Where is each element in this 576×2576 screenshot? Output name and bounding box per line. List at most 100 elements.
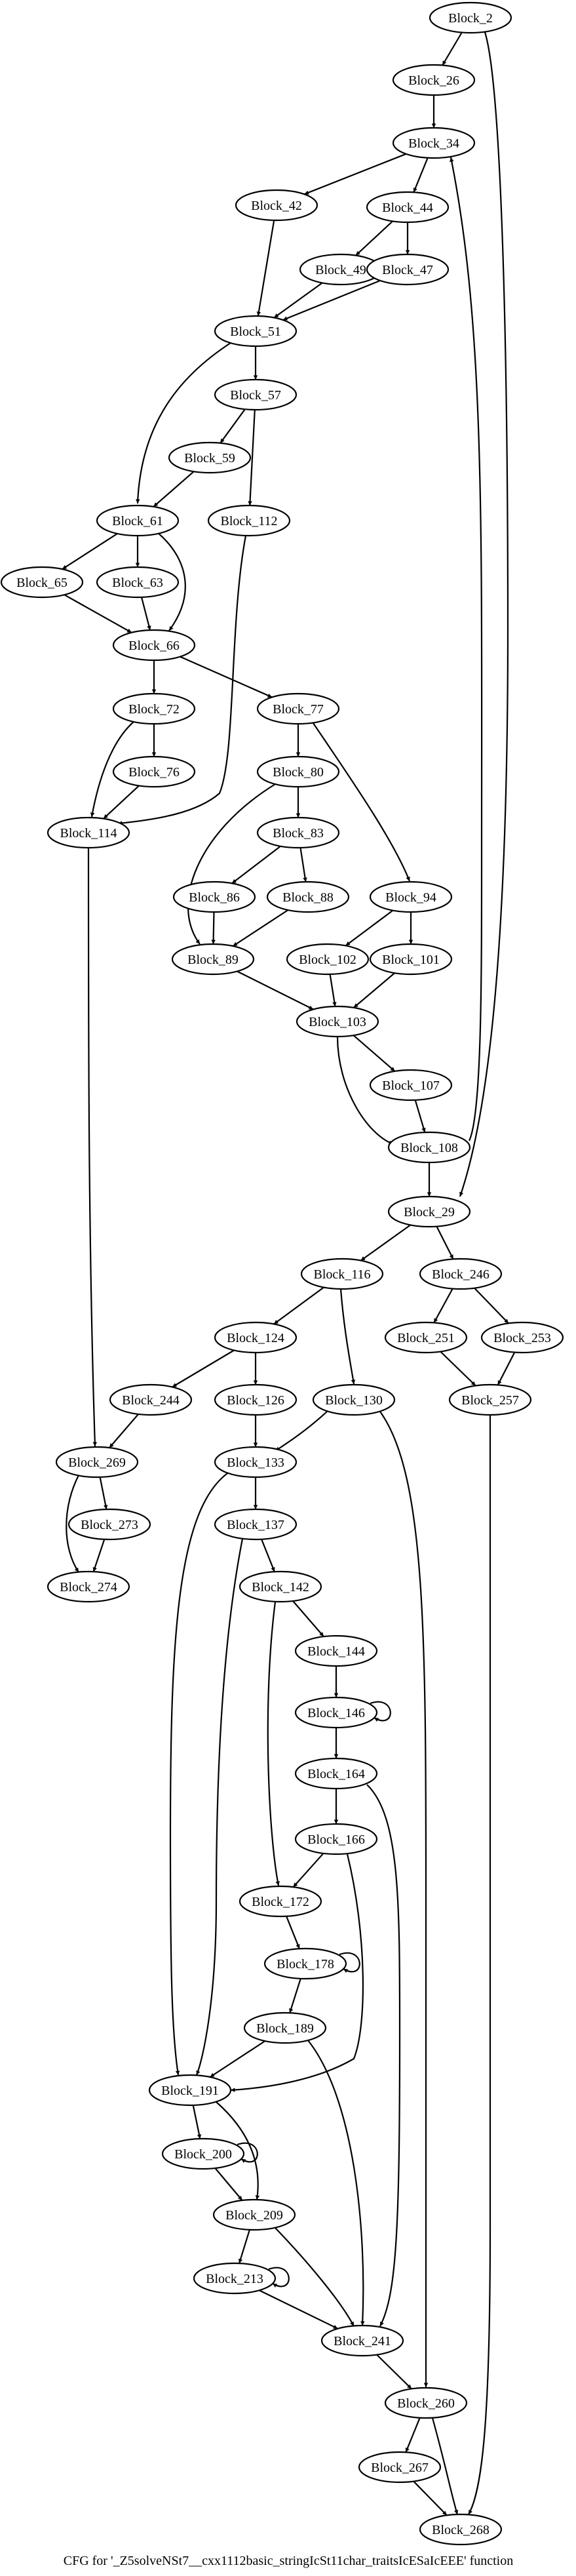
edge-block-51-to-block-61 — [136, 342, 231, 504]
edge-block-76-to-block-114 — [103, 785, 140, 820]
node-block-57: Block_57 — [214, 378, 298, 411]
node-ellipse — [235, 189, 318, 222]
edge-block-102-to-block-103 — [329, 974, 337, 1007]
node-label: Block_72 — [128, 702, 180, 717]
node-block-42: Block_42 — [235, 189, 318, 222]
node-label: Block_268 — [432, 2523, 490, 2537]
edge-block-166-to-block-191 — [230, 1853, 364, 2092]
edge-block-57-to-block-59 — [220, 408, 246, 444]
node-ellipse — [47, 1570, 130, 1603]
edge-block-164-to-block-241 — [366, 1784, 401, 2327]
node-block-260: Block_260 — [384, 2387, 468, 2419]
node-ellipse — [96, 566, 180, 599]
node-ellipse — [109, 1383, 193, 1416]
edge-block-241-to-block-260 — [376, 2354, 412, 2390]
node-block-251: Block_251 — [384, 1321, 468, 1354]
edge-block-130-to-block-133 — [275, 1410, 328, 1452]
edge-block-2-to-block-26 — [442, 31, 463, 66]
node-label: Block_44 — [382, 201, 433, 215]
node-label: Block_2 — [448, 11, 493, 26]
node-ellipse — [47, 816, 130, 849]
node-block-63: Block_63 — [96, 566, 180, 599]
edge-block-172-to-block-178 — [286, 1916, 300, 1949]
node-ellipse — [214, 315, 298, 347]
edge-block-189-to-block-191 — [209, 2040, 266, 2078]
edge-block-83-to-block-88 — [299, 847, 307, 882]
node-ellipse — [239, 1885, 322, 1918]
node-label: Block_189 — [256, 2021, 314, 2036]
node-block-213: Block_213 — [193, 2262, 277, 2295]
node-label: Block_77 — [273, 702, 324, 717]
edge-block-200-to-block-209 — [214, 2168, 243, 2201]
node-label: Block_116 — [313, 1267, 370, 1282]
node-block-172: Block_172 — [239, 1885, 322, 1918]
edge-block-213-to-block-241 — [259, 2289, 338, 2329]
node-label: Block_246 — [432, 1267, 490, 1282]
node-label: Block_200 — [174, 2147, 232, 2162]
node-ellipse — [419, 2513, 503, 2546]
node-label: Block_124 — [227, 1331, 284, 1345]
node-block-144: Block_144 — [294, 1635, 378, 1667]
node-label: Block_57 — [230, 388, 281, 403]
edges-layer — [62, 31, 516, 2516]
node-ellipse — [239, 1570, 322, 1603]
node-ellipse — [384, 1321, 468, 1354]
edge-block-112-to-block-114 — [117, 535, 247, 825]
edge-block-253-to-block-257 — [497, 1352, 516, 1385]
node-ellipse — [369, 943, 453, 976]
node-block-59: Block_59 — [168, 441, 252, 474]
edge-block-269-to-block-273 — [99, 1476, 108, 1510]
edge-block-166-to-block-172 — [292, 1853, 324, 1888]
node-ellipse — [256, 692, 340, 725]
node-block-112: Block_112 — [207, 504, 291, 537]
node-label: Block_144 — [307, 1644, 365, 1659]
node-block-273: Block_273 — [67, 1508, 151, 1541]
node-ellipse — [300, 1258, 384, 1290]
node-label: Block_251 — [397, 1331, 455, 1345]
node-label: Block_66 — [128, 639, 180, 653]
graph-caption: CFG for '_Z5solveNSt7__cxx1112basic_stri… — [64, 2554, 514, 2568]
node-label: Block_172 — [252, 1895, 309, 1909]
node-label: Block_267 — [371, 2461, 429, 2475]
node-label: Block_133 — [227, 1456, 284, 1470]
edge-block-209-to-block-241 — [275, 2227, 355, 2327]
node-block-88: Block_88 — [266, 881, 350, 913]
node-label: Block_260 — [397, 2396, 455, 2411]
node-ellipse — [294, 1757, 378, 1790]
edge-block-65-to-block-66 — [64, 594, 132, 633]
node-block-80: Block_80 — [256, 755, 340, 788]
node-label: Block_34 — [408, 136, 459, 151]
node-label: Block_59 — [184, 451, 235, 466]
node-block-126: Block_126 — [214, 1383, 298, 1416]
node-label: Block_209 — [225, 2208, 283, 2223]
edge-block-178-to-block-178 — [339, 1952, 360, 1973]
node-ellipse — [366, 253, 450, 286]
node-block-108: Block_108 — [387, 1131, 471, 1164]
node-ellipse — [148, 2074, 232, 2107]
node-block-107: Block_107 — [369, 1069, 453, 1101]
node-block-2: Block_2 — [429, 1, 512, 34]
edge-block-29-to-block-246 — [436, 1226, 454, 1259]
node-block-86: Block_86 — [172, 881, 256, 913]
node-block-51: Block_51 — [214, 315, 298, 347]
edge-block-61-to-block-66 — [157, 532, 186, 631]
node-label: Block_65 — [16, 576, 67, 590]
node-ellipse — [294, 1635, 378, 1667]
node-label: Block_107 — [382, 1079, 440, 1093]
edge-block-103-to-block-108 — [336, 1036, 394, 1145]
node-ellipse — [369, 881, 453, 913]
node-block-191: Block_191 — [148, 2074, 232, 2107]
edge-block-142-to-block-172 — [267, 1601, 280, 1886]
node-label: Block_164 — [307, 1767, 365, 1781]
node-label: Block_253 — [493, 1331, 551, 1345]
node-ellipse — [0, 566, 84, 599]
node-label: Block_47 — [382, 263, 433, 277]
edge-block-77-to-block-94 — [313, 723, 411, 882]
node-block-253: Block_253 — [480, 1321, 564, 1354]
node-block-268: Block_268 — [419, 2513, 503, 2546]
edge-block-61-to-block-65 — [62, 532, 118, 570]
edge-block-260-to-block-268 — [431, 2417, 459, 2515]
node-block-103: Block_103 — [296, 1005, 379, 1038]
edge-block-267-to-block-268 — [413, 2480, 448, 2516]
node-block-83: Block_83 — [256, 816, 340, 849]
